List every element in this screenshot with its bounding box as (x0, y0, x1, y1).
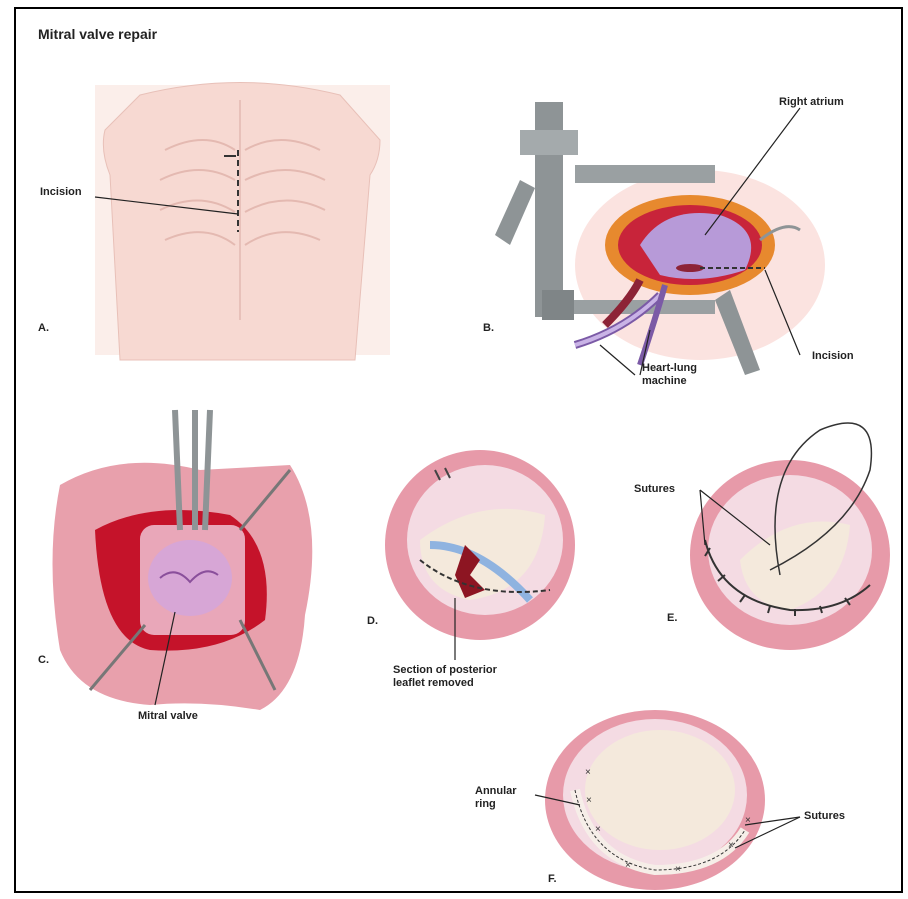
panel-e-letter: E. (667, 612, 677, 624)
svg-text:×: × (585, 767, 591, 778)
panel-a-letter: A. (38, 322, 49, 334)
panel-b-surgical-field-illustration (495, 102, 825, 375)
panel-f-letter: F. (548, 873, 557, 885)
panel-c-mitral-valve-label: Mitral valve (138, 710, 198, 722)
panel-b-right-atrium-label: Right atrium (779, 96, 844, 108)
panel-b-heart-lung-label-line1: Heart-lung (642, 362, 697, 374)
panel-e-sutures-label: Sutures (634, 483, 675, 495)
svg-text:×: × (595, 824, 601, 835)
panel-c-mitral-valve-illustration (53, 410, 313, 710)
panel-e-suture-illustration (690, 423, 890, 650)
svg-text:×: × (625, 860, 631, 871)
panel-b-heart-lung-label-line2: machine (642, 375, 687, 387)
panel-f-annular-label-line1: Annular (475, 785, 517, 797)
panel-f-sutures-label: Sutures (804, 810, 845, 822)
panel-d-leaflet-illustration (385, 450, 575, 660)
panel-d-letter: D. (367, 615, 378, 627)
panel-d-section-label-line1: Section of posterior (393, 664, 497, 676)
svg-text:×: × (586, 795, 592, 806)
panel-a-torso-illustration (95, 83, 390, 361)
panel-a-incision-label: Incision (40, 186, 82, 198)
svg-text:×: × (728, 840, 734, 851)
panel-b-incision-label: Incision (812, 350, 854, 362)
panel-d-section-label-line2: leaflet removed (393, 677, 474, 689)
svg-text:×: × (675, 864, 681, 875)
panel-f-annular-ring-illustration: × × × × × × × (535, 710, 800, 890)
panel-f-annular-label-line2: ring (475, 798, 496, 810)
panel-b-letter: B. (483, 322, 494, 334)
figure-title: Mitral valve repair (38, 26, 157, 42)
panel-c-letter: C. (38, 654, 49, 666)
